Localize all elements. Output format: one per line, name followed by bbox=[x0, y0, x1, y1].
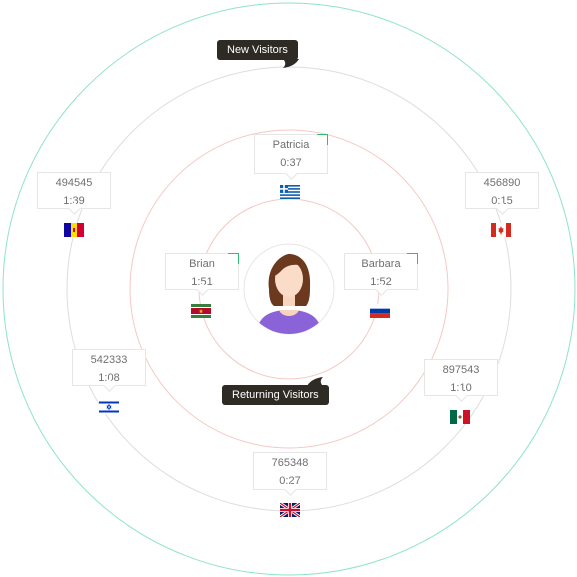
visitor-name: Patricia bbox=[272, 139, 310, 151]
returning-visitors-label: Returning Visitors bbox=[232, 389, 319, 401]
returning-visitors-tag: Returning Visitors bbox=[222, 385, 329, 405]
visitor-card-494545[interactable]: 494545 1:39 bbox=[37, 172, 111, 209]
new-visitors-tag: New Visitors bbox=[217, 40, 298, 60]
visitor-name: 765348 bbox=[271, 457, 309, 469]
visitor-card-brian[interactable]: Brian 1:51 bbox=[165, 253, 239, 290]
uk-flag-icon bbox=[280, 503, 300, 517]
inner-ring bbox=[129, 129, 449, 449]
visitor-time: 0:15 bbox=[491, 195, 513, 207]
suriname-flag-icon bbox=[191, 304, 211, 318]
visitor-card-542333[interactable]: 542333 1:08 bbox=[72, 349, 146, 386]
visitor-name: 542333 bbox=[90, 354, 128, 366]
visitor-card-897543[interactable]: 897543 1:10 bbox=[424, 359, 498, 396]
visitor-card-456890[interactable]: 456890 0:15 bbox=[465, 172, 539, 209]
card-corner-mark bbox=[317, 134, 328, 145]
visitor-time: 1:51 bbox=[191, 276, 213, 288]
russia-flag-icon bbox=[370, 304, 390, 318]
card-corner-mark bbox=[228, 253, 239, 264]
visitor-name: 456890 bbox=[483, 177, 521, 189]
new-visitors-tag-tail bbox=[283, 59, 299, 68]
visitor-card-patricia[interactable]: Patricia 0:37 bbox=[254, 134, 328, 174]
visitor-time: 0:37 bbox=[280, 157, 302, 169]
visitor-name: Barbara bbox=[361, 258, 401, 270]
canada-flag-icon bbox=[491, 223, 511, 237]
mexico-flag-icon bbox=[450, 410, 470, 424]
visitor-time: 0:27 bbox=[279, 475, 301, 487]
visitor-time: 1:10 bbox=[450, 382, 472, 394]
center-ring bbox=[243, 243, 335, 335]
visitor-card-barbara[interactable]: Barbara 1:52 bbox=[344, 253, 418, 290]
returning-visitors-tag-tail bbox=[307, 377, 323, 386]
card-corner-mark bbox=[407, 253, 418, 264]
person-icon bbox=[256, 254, 322, 334]
visitor-time: 1:08 bbox=[98, 372, 120, 384]
israel-flag-icon bbox=[99, 400, 119, 414]
visitor-name: 494545 bbox=[55, 177, 93, 189]
andorra-flag-icon bbox=[64, 223, 84, 237]
visitor-time: 1:39 bbox=[63, 195, 85, 207]
new-visitors-label: New Visitors bbox=[227, 44, 288, 56]
visitor-card-765348[interactable]: 765348 0:27 bbox=[253, 452, 327, 490]
visitor-name: Brian bbox=[189, 258, 215, 270]
visitor-time: 1:52 bbox=[370, 276, 392, 288]
user-avatar[interactable] bbox=[244, 244, 334, 334]
greece-flag-icon bbox=[280, 185, 300, 199]
visitor-name: 897543 bbox=[442, 364, 480, 376]
